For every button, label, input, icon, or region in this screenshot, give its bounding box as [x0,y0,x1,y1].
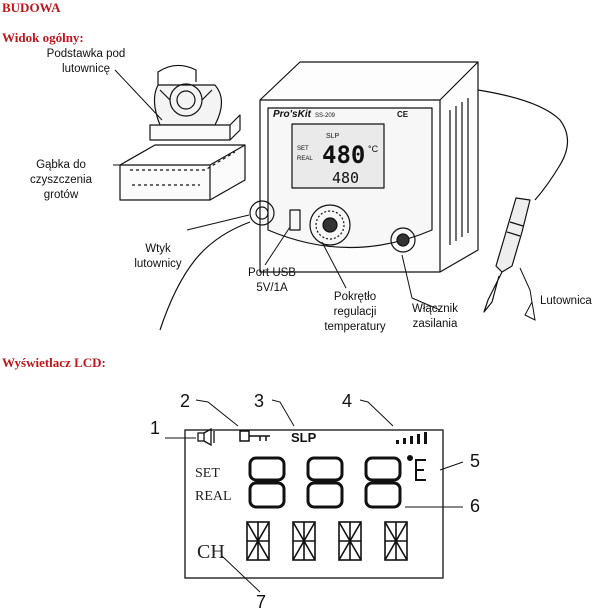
callout-3: 3 [254,391,264,411]
label-line: Gąbka do [36,159,86,171]
section-title: BUDOWA [2,0,61,15]
station-body-drawing [249,61,479,273]
device-small-value: 480 [332,169,359,187]
ce-text: CE [397,110,409,119]
label-line: lutownicę [62,63,110,75]
seven-segment-digits [248,456,402,509]
lcd-slp: SLP [291,430,317,445]
label-line: grotów [43,189,79,201]
label-temp-knob: Pokrętło regulacji temperatury [305,290,405,335]
callout-2: 2 [180,391,190,411]
leader-7 [221,555,261,593]
leader-iron [519,267,536,321]
seven-segment-digit [306,456,344,509]
sixteen-segment-digit [338,521,362,561]
label-line: Włącznik [411,303,458,315]
label-power-switch: Włącznik zasilania [395,302,475,332]
leader-2 [195,399,239,427]
leader-usb [264,226,291,266]
iron-holder-drawing [149,64,241,141]
device-unit: °C [368,144,379,154]
device-real: REAL [297,156,313,162]
buzzer-icon [197,427,215,447]
sixteen-segment-digit [292,521,316,561]
lcd-frame [184,429,444,579]
seven-segment-digit [248,456,286,509]
label-line: temperatury [324,321,386,333]
callout-7: 7 [256,592,266,608]
callout-6: 6 [470,496,480,516]
overview-title: Widok ogólny: [2,30,84,45]
leader-5 [439,461,464,471]
leader-4 [359,399,394,427]
seven-segment-digit [364,456,402,509]
callout-1: 1 [150,418,160,438]
device-slp: SLP [326,133,340,140]
label-iron-plug: Wtyk lutownicy [118,242,198,272]
label-line: Port USB [248,267,296,279]
sixteen-segment-digit [246,521,270,561]
label-line: Podstawka pod [46,48,126,60]
leader-knob [321,241,347,289]
overview-diagram: Pro'sKit SS-209 CE SLP SET REAL 480 °C 4… [113,61,569,331]
label-line: Pokrętło [333,291,377,303]
plug-cable [159,221,251,331]
model-text: SS-209 [315,113,336,119]
leader-holder [114,69,163,121]
brand-text: Pro'sKit [273,109,312,120]
iron-cable [477,89,569,201]
leader-3 [271,399,295,427]
signal-bars-icon [396,432,427,444]
lcd-real: REAL [195,489,232,504]
leader-switch [401,254,441,311]
label-soldering-iron: Lutownica [540,295,592,307]
label-line: lutownicy [134,258,182,270]
label-line: regulacji [333,306,377,318]
label-line: 5V/1A [256,282,288,294]
label-line: Wtyk [145,243,171,255]
key-icon [239,430,270,442]
temperature-unit-icon [407,455,426,481]
callout-4: 4 [342,391,352,411]
lcd-set: SET [195,466,220,481]
lcd-ch: CH [197,541,225,563]
label-iron-holder: Podstawka pod lutownicę [36,47,136,77]
sponge-tray-drawing [119,144,246,201]
lcd-title: Wyświetlacz LCD: [2,355,106,370]
sixteen-segment-digit [384,521,408,561]
label-sponge: Gąbka do czyszczenia grotów [16,158,106,203]
soldering-iron-drawing [483,197,531,313]
leader-plug [186,214,250,231]
label-line: zasilania [412,318,458,330]
callout-5: 5 [470,451,480,471]
device-set: SET [297,146,309,152]
label-line: czyszczenia [30,174,92,186]
device-big-value: 480 [322,141,365,169]
sixteen-segment-digits [246,521,408,561]
label-usb-port: Port USB 5V/1A [232,266,312,296]
